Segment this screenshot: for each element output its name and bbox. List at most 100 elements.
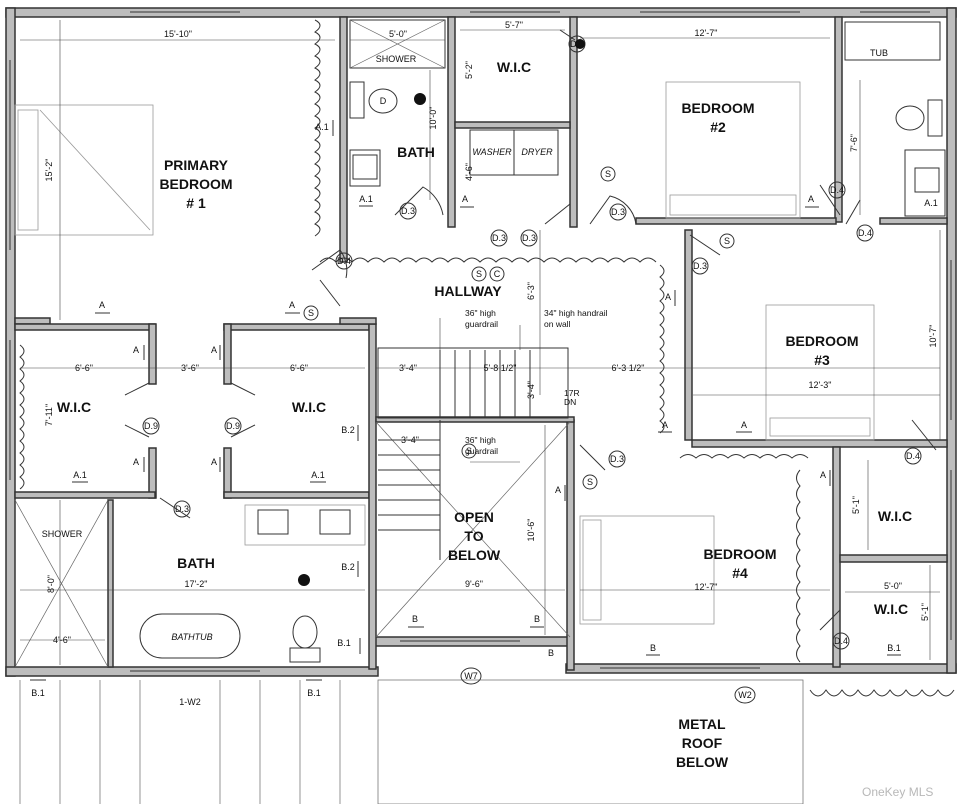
dim-bath-main-width: 17'-2" — [185, 579, 208, 589]
wall-tags: A A A A A A A A A A A A A A.1 A.1 A.1 A.… — [30, 120, 938, 698]
window-tags: W7 W2 1-W2 — [179, 667, 756, 707]
tag-b1: B.1 — [307, 688, 321, 698]
doors — [124, 29, 937, 631]
dim-bedroom3-width: 12'-3" — [809, 380, 832, 390]
tag-a: A — [99, 300, 105, 310]
room-hallway: HALLWAY — [434, 283, 502, 299]
dim-bath-right-depth: 7'-6" — [849, 134, 859, 152]
tag-b2: B.2 — [341, 425, 355, 435]
dim-stair-width: 5'-8 1/2" — [484, 363, 517, 373]
dim-wic-r2-width: 5'-0" — [884, 581, 902, 591]
tag-a: A — [820, 470, 826, 480]
notes: 36" high guardrail 34" high handrail on … — [465, 308, 608, 456]
dim-bedroom2-width: 12'-7" — [695, 28, 718, 38]
tag-d3: D.3 — [492, 233, 506, 243]
tag-a: A — [662, 420, 668, 430]
dim-wic-r2-depth: 5'-1" — [920, 603, 930, 621]
label-shower-main: SHOWER — [42, 529, 83, 539]
smoke-detector: S — [308, 308, 314, 318]
furniture — [14, 19, 946, 804]
smoke-detector: S — [476, 269, 482, 279]
tag-a: A — [741, 420, 747, 430]
tag-d9: D.9 — [144, 421, 158, 431]
dimension-lines — [20, 20, 941, 665]
tag-d3: D.3 — [522, 233, 536, 243]
tag-d3: D.3 — [610, 454, 624, 464]
dim-hallway-depth: 6'-3" — [526, 282, 536, 300]
dim-shower-width: 4'-6" — [53, 635, 71, 645]
tag-d9: D.9 — [226, 421, 240, 431]
tag-a: A — [555, 485, 561, 495]
tag-b1: B.1 — [887, 643, 901, 653]
label-dryer: DRYER — [521, 147, 553, 157]
dim-wic-left-width: 6'-6" — [75, 363, 93, 373]
tag-b: B — [548, 648, 554, 658]
revision-clouds — [19, 19, 955, 697]
smoke-detector: S — [466, 446, 472, 456]
room-bedroom4-line1: BEDROOM — [703, 546, 776, 562]
dim-wic-r1-depth: 5'-1" — [851, 496, 861, 514]
dim-wic-top-width: 5'-7" — [505, 20, 523, 30]
tag-a1: A.1 — [311, 470, 325, 480]
room-bedroom2-line1: BEDROOM — [681, 100, 754, 116]
dim-bedroom4-width: 12'-7" — [695, 582, 718, 592]
vanity-d-label: D — [380, 96, 387, 106]
tag-b: B — [650, 643, 656, 653]
dim-wic-left-depth: 7'-11" — [44, 404, 54, 426]
room-open-line3: BELOW — [448, 547, 501, 563]
label-washer: WASHER — [472, 147, 512, 157]
tag-1w2: 1-W2 — [179, 697, 201, 707]
dim-passage-width: 3'-6" — [181, 363, 199, 373]
dim-stair-landing: 3'-4" — [399, 363, 417, 373]
tag-b2: B.2 — [341, 562, 355, 572]
tag-d3: D.3 — [175, 504, 189, 514]
dim-stair-gap: 3'-4" — [401, 435, 419, 445]
tag-b1: B.1 — [31, 688, 45, 698]
fixture-labels: SHOWER TUB WASHER DRYER SHOWER BATHTUB — [42, 48, 888, 642]
smoke-detector: S — [587, 477, 593, 487]
tag-d4: D.4 — [906, 451, 920, 461]
room-metal-roof-line1: METAL — [678, 716, 726, 732]
tag-a: A — [211, 457, 217, 467]
tag-a: A — [211, 345, 217, 355]
tag-a: A — [808, 194, 814, 204]
room-bedroom4-line2: #4 — [732, 565, 748, 581]
tag-a1: A.1 — [359, 194, 373, 204]
dimension-labels: 15'-10" 15'-2" 5'-0" 10'-0" 5'-7" 5'-2" … — [44, 20, 938, 645]
dim-laundry-depth: 4'-6" — [464, 163, 474, 181]
room-wic-r1: W.I.C — [878, 508, 912, 524]
room-primary-bedroom-line1: PRIMARY — [164, 157, 229, 173]
tag-d3: D.3 — [693, 261, 707, 271]
dim-bedroom3-depth: 10'-7" — [928, 325, 938, 348]
tag-a1: A.1 — [924, 198, 938, 208]
tag-b: B — [534, 614, 540, 624]
label-shower-top: SHOWER — [376, 54, 417, 64]
label-tub: TUB — [870, 48, 888, 58]
smoke-detector: S — [724, 236, 730, 246]
room-metal-roof-line3: BELOW — [676, 754, 729, 770]
tag-a: A — [462, 194, 468, 204]
co-detector: C — [494, 269, 501, 279]
label-bathtub: BATHTUB — [171, 632, 212, 642]
room-bath-main: BATH — [177, 555, 215, 571]
room-open-line1: OPEN — [454, 509, 494, 525]
tag-d4: D.4 — [830, 185, 844, 195]
detectors: S S S C S S S D — [298, 39, 735, 586]
dim-hall-right-width: 6'-3 1/2" — [612, 363, 645, 373]
tag-w2: W2 — [738, 690, 752, 700]
room-primary-bedroom-line2: BEDROOM — [159, 176, 232, 192]
dim-wic-mid-width: 6'-6" — [290, 363, 308, 373]
tag-d4: D.4 — [858, 228, 872, 238]
tag-d4: D.4 — [337, 256, 351, 266]
room-bedroom3-line1: BEDROOM — [785, 333, 858, 349]
note-guardrail2-line1: 36" high — [465, 435, 496, 445]
note-guardrail2-line2: guardrail — [465, 446, 498, 456]
tag-d4: D.4 — [834, 636, 848, 646]
smoke-detector: S — [605, 169, 611, 179]
tag-w7: W7 — [464, 671, 478, 681]
tag-a1: A.1 — [73, 470, 87, 480]
dim-shower-depth: 8'-0" — [46, 575, 56, 593]
tag-b: B — [412, 614, 418, 624]
room-primary-bedroom-line3: # 1 — [186, 195, 206, 211]
